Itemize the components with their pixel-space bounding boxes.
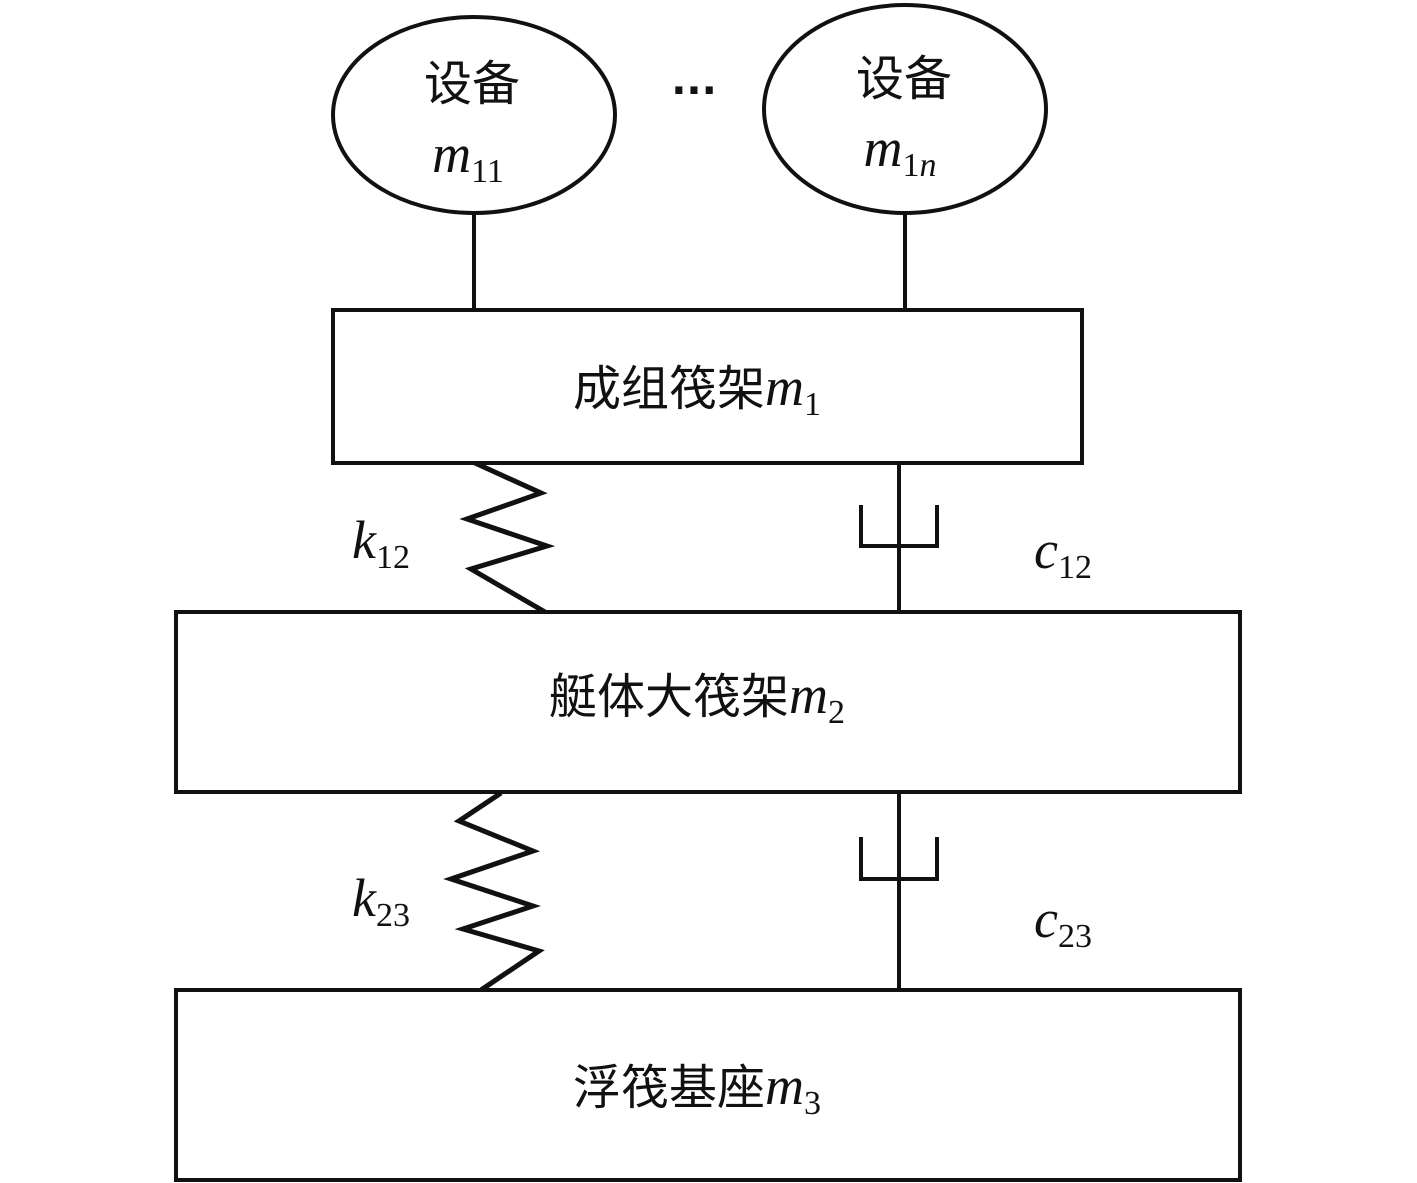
mass-block-3: 浮筏基座m3 [174,988,1242,1182]
damper-label-c12: c12 [1034,520,1092,586]
damper-label-c23: c23 [1034,889,1092,955]
device-mass-sub-n-1: 1 [903,147,920,184]
mass-label-2: 艇体大筏架m2 [549,665,845,731]
device-label-n: 设备 [856,51,952,107]
device-mass-symbol-1: m [432,124,471,184]
damper-c12 [859,463,939,612]
mass-rect-1 [331,308,1084,465]
device-node-n: 设备 m1n [762,3,1048,215]
spring-k12 [459,460,556,615]
ellipsis: ··· [671,68,717,114]
mass-label-1: 成组筏架m1 [573,357,821,423]
mass-label-3: 浮筏基座m3 [573,1056,821,1122]
mass-rect-3 [174,988,1242,1182]
device-mass-1: m11 [432,124,504,190]
device-mass-n: m1n [864,118,937,184]
device-mass-symbol-n: m [864,118,903,178]
mass-block-1: 成组筏架m1 [331,308,1084,465]
mass-block-2: 艇体大筏架m2 [174,610,1242,794]
damper-c23 [859,792,939,990]
device-node-1: 设备 m11 [331,15,617,215]
spring-k23 [443,790,545,993]
spring-label-k12: k12 [352,510,410,576]
mass-rect-2 [174,610,1242,794]
spring-label-k23: k23 [352,868,410,934]
device-label-1: 设备 [424,56,520,112]
device-mass-sub-n-2: n [920,147,937,184]
device-mass-sub-1: 11 [471,153,504,190]
